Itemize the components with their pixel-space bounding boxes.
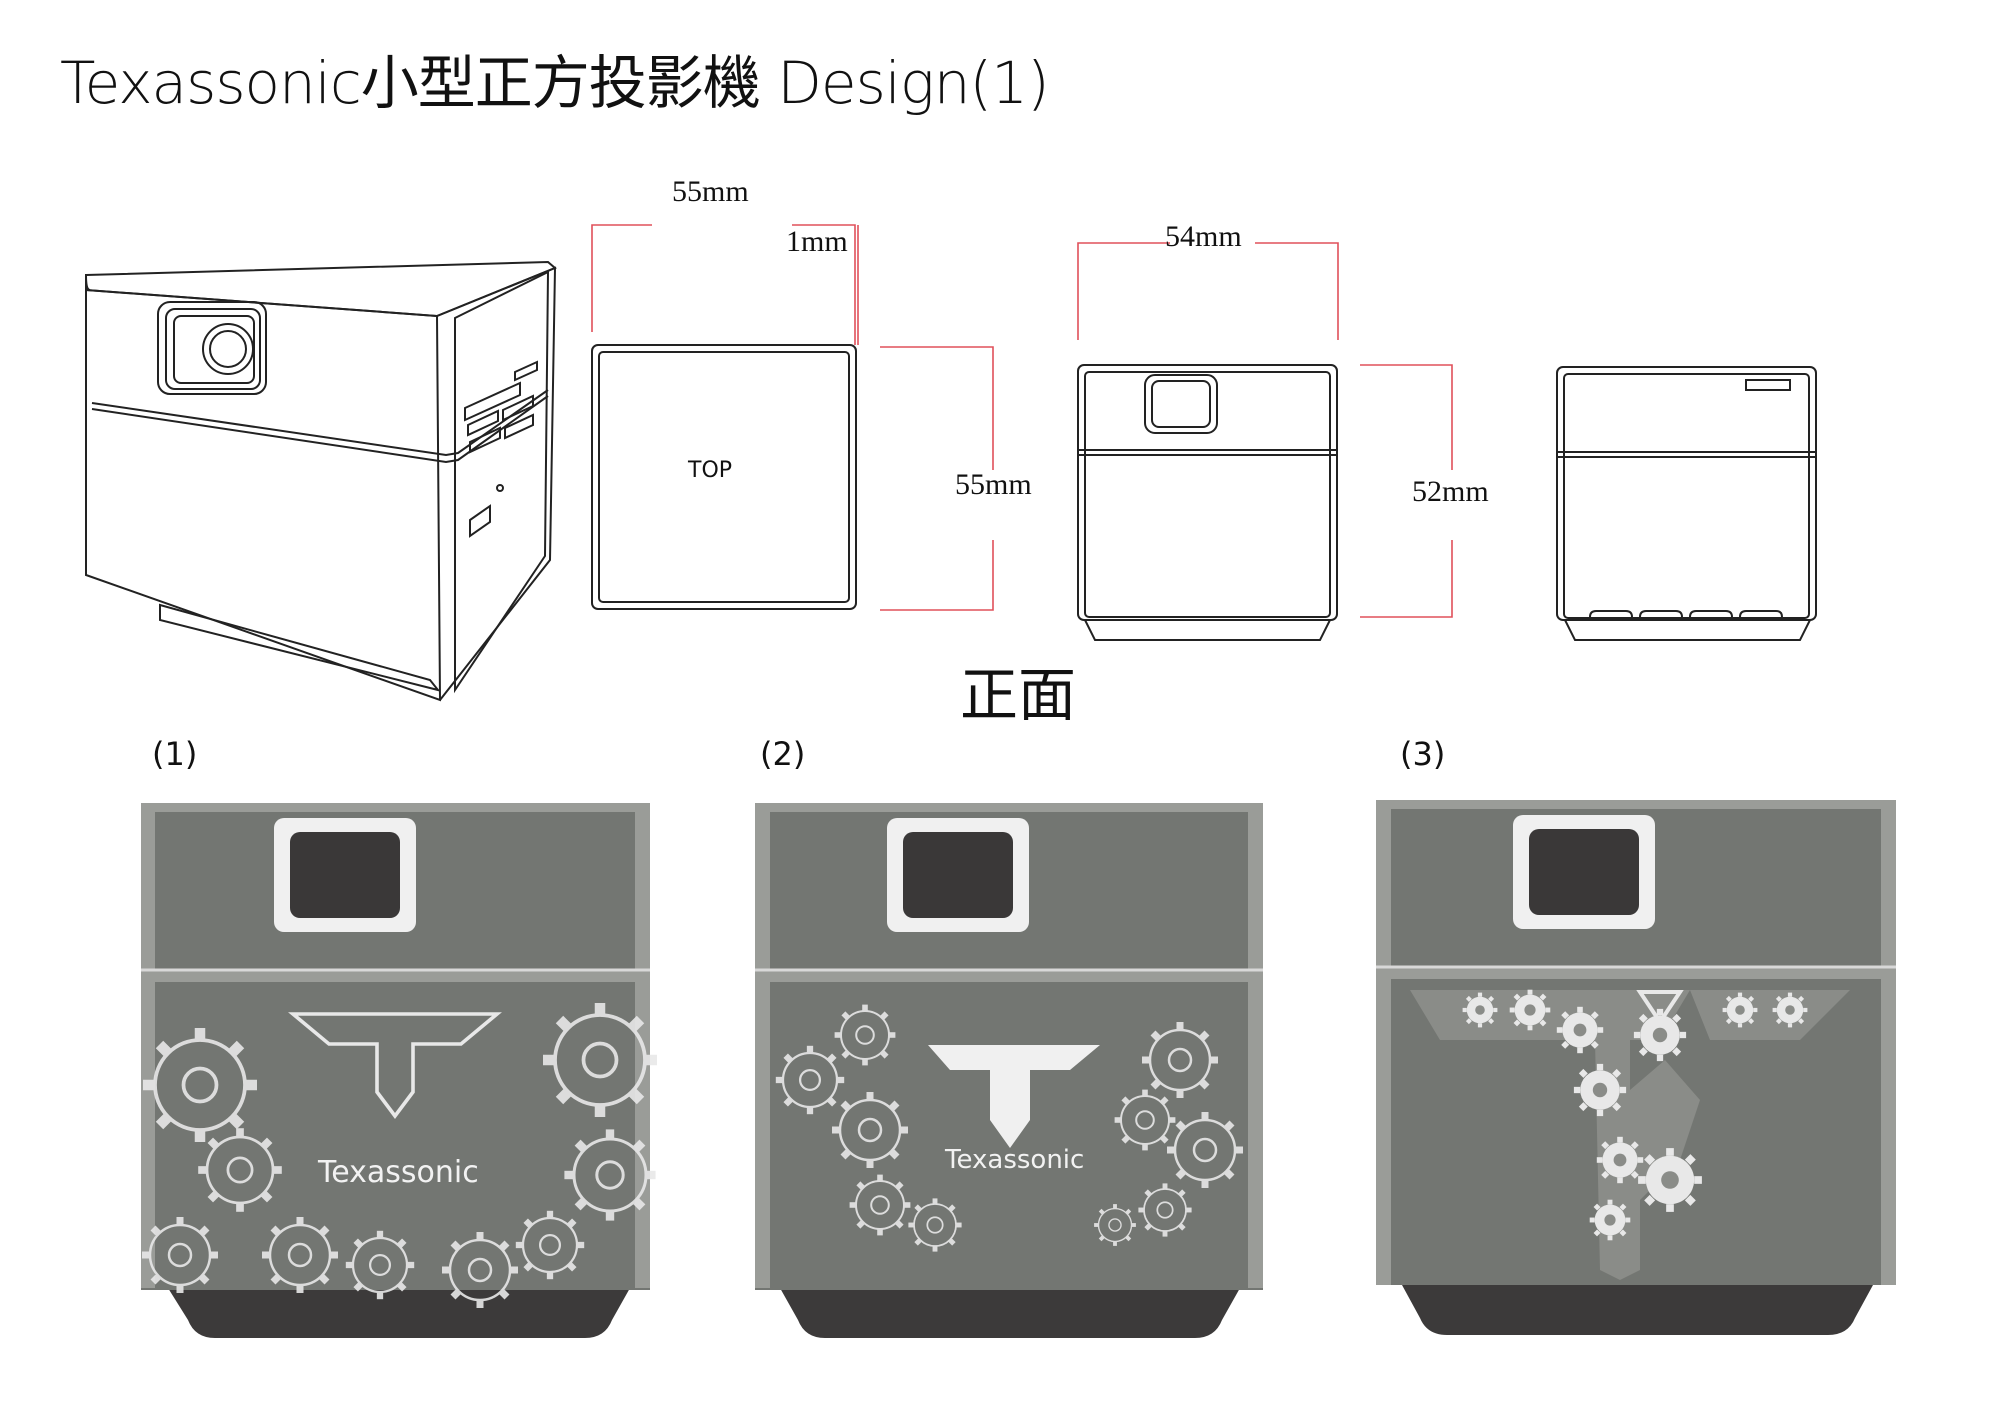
variant-2-projector [755, 803, 1263, 1338]
iso-seam-line [91, 389, 549, 457]
variant-2-lens [903, 832, 1013, 918]
variant-1-lens [290, 832, 400, 918]
variant-2-label: (2) [760, 735, 806, 773]
variant-3-lens [1529, 829, 1639, 915]
dim-bezel: 1mm [786, 225, 848, 258]
back-ports [1589, 610, 1783, 618]
iso-lens-frame [157, 301, 267, 395]
front-view [1077, 364, 1338, 641]
iso-view [85, 260, 557, 702]
variant-2-logo [928, 1045, 1100, 1148]
top-view [591, 344, 857, 610]
top-view-label: TOP [688, 458, 733, 483]
variant-1-projector [141, 803, 657, 1338]
dim-top-depth: 55mm [955, 468, 1032, 501]
iso-front-face [85, 288, 442, 702]
variant-3-label: (3) [1400, 735, 1446, 773]
dim-front-width: 54mm [1165, 220, 1242, 253]
iso-lens [202, 323, 254, 375]
variant-3-logo-pattern [1410, 990, 1850, 1280]
variant-1-label: (1) [152, 735, 198, 773]
section-label: 正面 [960, 661, 1077, 729]
variant-1-brand: Texassonic [318, 1155, 479, 1190]
dimension-lines [591, 224, 1453, 618]
dim-front-height: 52mm [1412, 475, 1489, 508]
page-title: Texassonic小型正方投影機 Design(1) [60, 49, 1050, 117]
variant-2-brand: Texassonic [945, 1145, 1085, 1175]
dim-top-width: 55mm [672, 175, 749, 208]
back-view [1556, 366, 1817, 641]
variant-3-projector [1376, 800, 1896, 1335]
iso-side-buttons [464, 360, 538, 538]
